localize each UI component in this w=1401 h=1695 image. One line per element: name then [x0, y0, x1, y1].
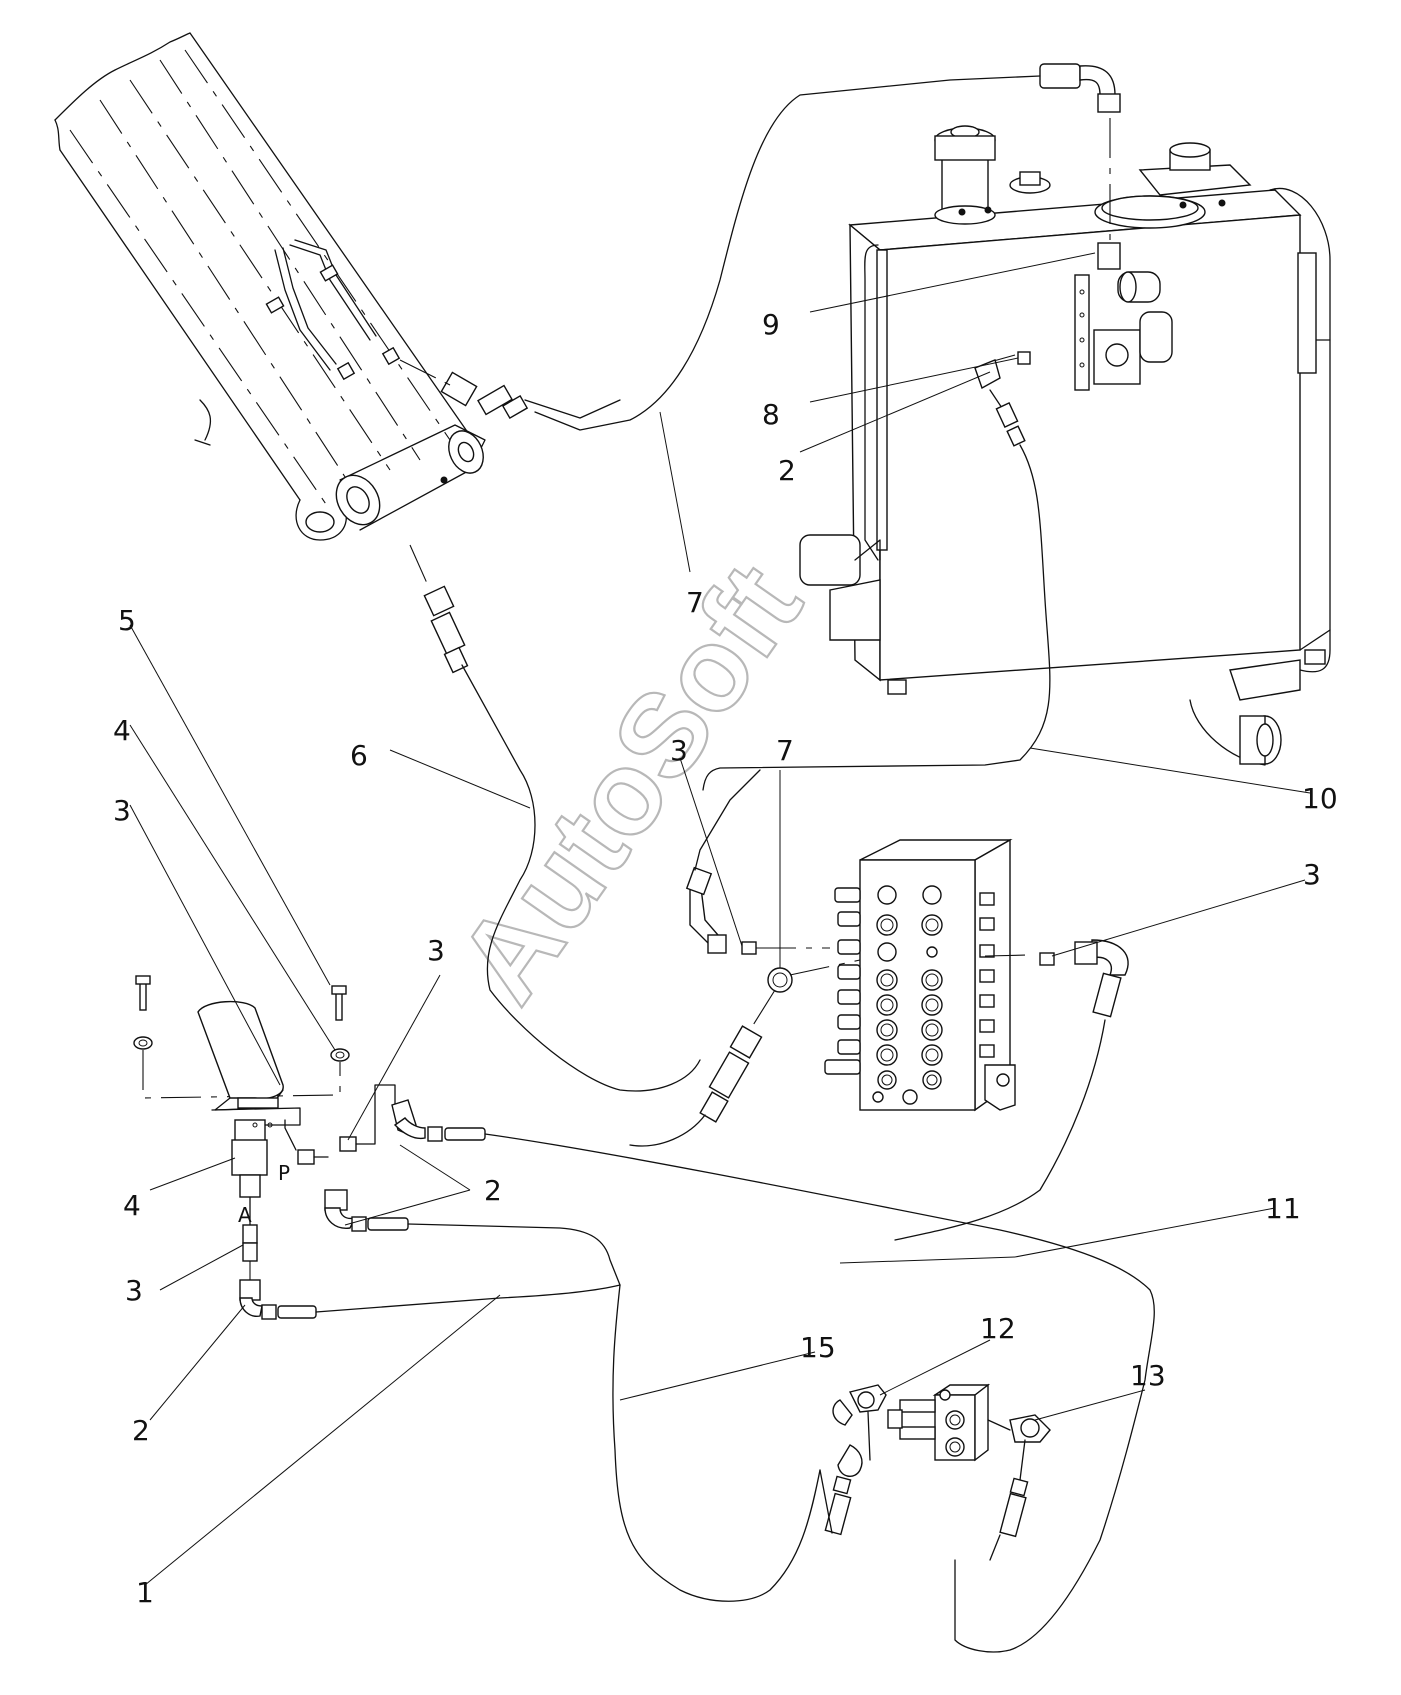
callout-15: 15 [800, 1331, 836, 1364]
callout-3-lower: 3 [125, 1274, 143, 1307]
port-label-a: A [238, 1203, 252, 1227]
callout-8: 7 [776, 734, 794, 767]
callout-4: 4 [123, 1189, 141, 1222]
callout-10: 8 [762, 398, 780, 431]
callout-3-pedal: 3 [113, 794, 131, 827]
pedal-valve [133, 975, 350, 1244]
callout-14-right: 13 [1130, 1359, 1166, 1392]
hose-9 [534, 63, 1121, 431]
small-valve [819, 1383, 1051, 1561]
hose-13 [894, 939, 1129, 1241]
watermark: AutoSoft [433, 541, 827, 1025]
callout-7: 6 [350, 739, 368, 772]
hydraulic-tank [799, 125, 1331, 766]
hose-10 [702, 351, 1051, 791]
callout-1: 1 [136, 1576, 154, 1609]
boom-cylinder [54, 32, 621, 541]
main-valve-block [824, 838, 1031, 1112]
hose-8 [629, 769, 861, 1147]
callout-3-center: 3 [427, 934, 445, 967]
leader-lines [129, 252, 1311, 1586]
port-label-p: P [278, 1161, 290, 1185]
callout-13: 11 [1265, 1192, 1301, 1225]
callout-11: 9 [762, 308, 780, 341]
callout-3-valve-left: 3 [670, 734, 688, 767]
callout-14-left: 12 [980, 1312, 1016, 1345]
callout-12: 10 [1302, 782, 1338, 815]
hose-7 [409, 544, 701, 1092]
callout-2-tank: 2 [778, 454, 796, 487]
pedal-fittings [239, 1084, 1155, 1653]
callout-9: 7 [686, 586, 704, 619]
callout-labels: 9 8 2 7 5 4 6 3 7 10 3 3 3 4 2 11 3 15 1… [113, 308, 1338, 1609]
callout-3-right: 3 [1303, 858, 1321, 891]
callout-5: 4 [113, 714, 131, 747]
callout-2-lower: 2 [132, 1414, 150, 1447]
callout-6: 5 [118, 604, 136, 637]
callout-2-center: 2 [484, 1174, 502, 1207]
